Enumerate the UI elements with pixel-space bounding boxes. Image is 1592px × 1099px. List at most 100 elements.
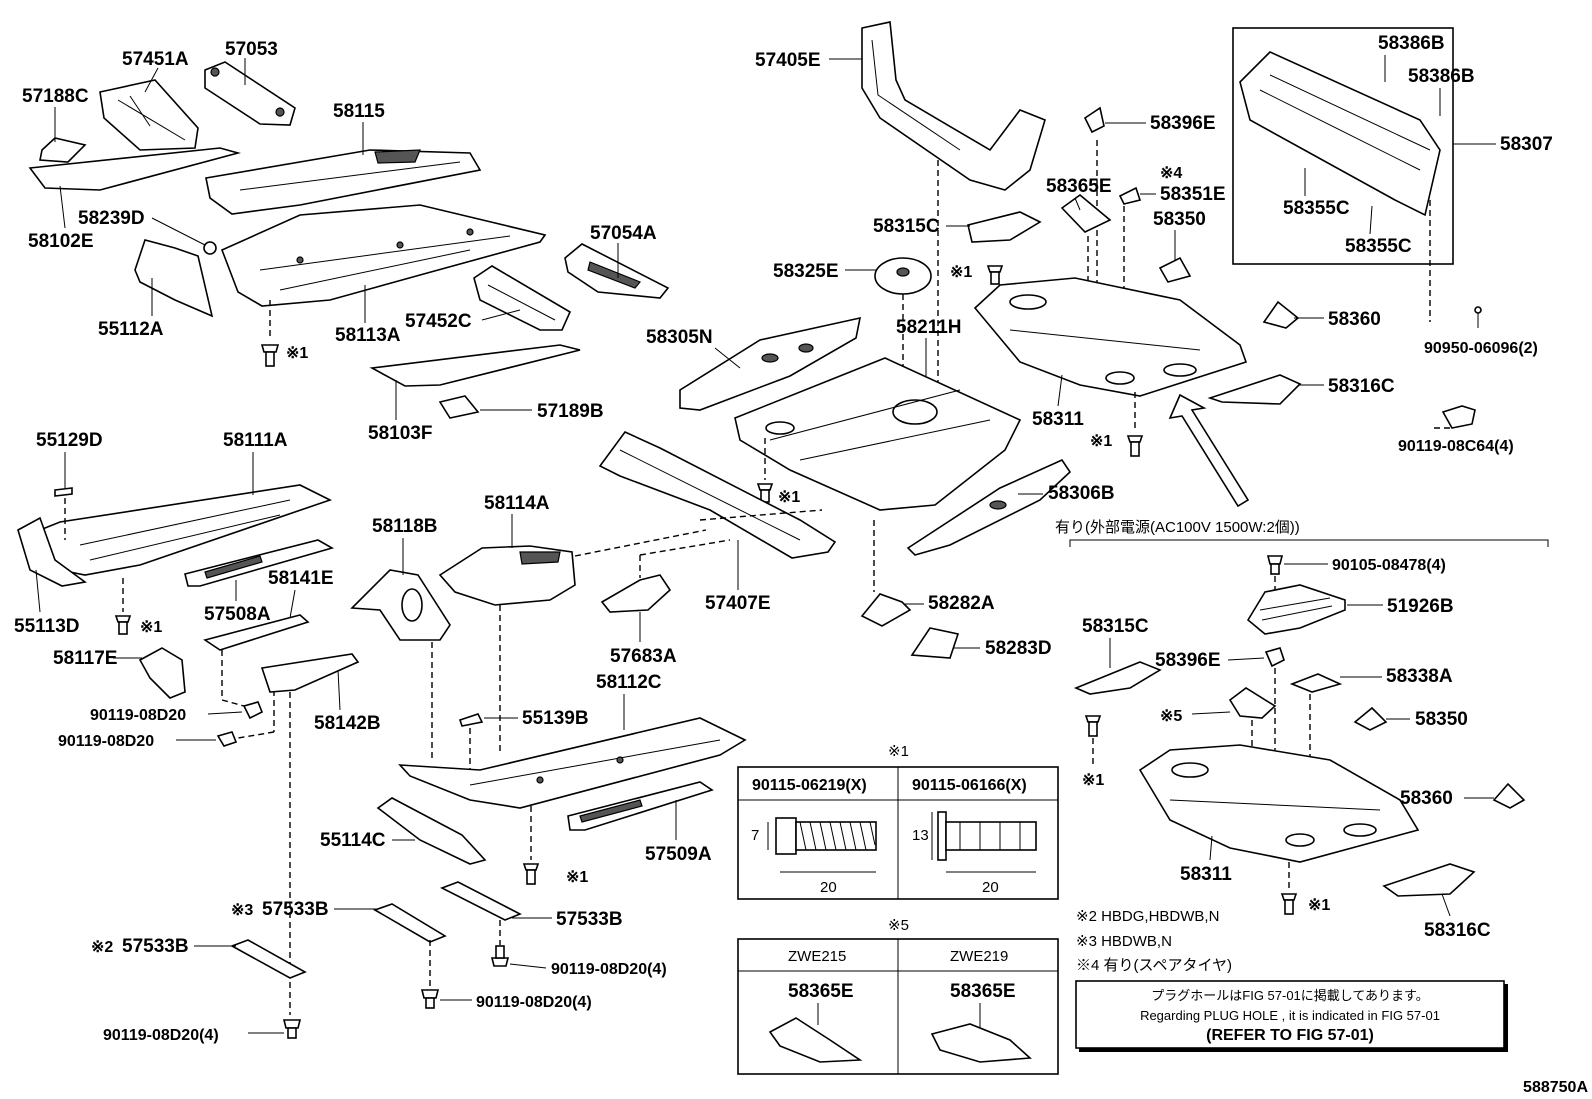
bolt-icon-06166	[931, 811, 1037, 873]
label-57451A: 57451A	[122, 49, 189, 70]
part-51926B	[1246, 584, 1346, 635]
label-58111A: 58111A	[223, 430, 288, 451]
model-table	[737, 938, 1059, 1075]
part-58365E	[1060, 193, 1112, 233]
bolt-r58311	[1280, 893, 1298, 915]
part-r58365E	[1228, 687, 1277, 719]
bolt-58111A	[114, 615, 132, 635]
part-58396E	[1083, 106, 1105, 134]
bolt-table-col1-dim-l: 20	[820, 879, 837, 896]
bolt-table-title: ※1	[888, 743, 909, 760]
part-58316C	[1207, 374, 1302, 405]
model-table-col1-part: 58365E	[788, 981, 854, 1002]
label-58355C-a: 58355C	[1283, 198, 1350, 219]
model-table-col1-header: ZWE215	[788, 948, 846, 965]
part-58306B	[906, 458, 1072, 556]
model-table-title: ※5	[888, 917, 909, 934]
part-57533B-b	[440, 881, 522, 921]
label-90950: 90950-06096(2)	[1424, 340, 1538, 357]
part-r58396E	[1264, 647, 1285, 668]
label-57509A: 57509A	[645, 844, 712, 865]
label-58307: 58307	[1500, 134, 1553, 155]
bolt-table-col2-dim-h: 13	[912, 827, 929, 844]
plug-hole-line2: Regarding PLUG HOLE , it is indicated in…	[1140, 1008, 1440, 1023]
part-58118B	[350, 569, 451, 641]
part-58365E-zwe219	[930, 1023, 1032, 1063]
part-58239D	[203, 241, 217, 255]
label-57054A: 57054A	[590, 223, 657, 244]
label-55114C: 55114C	[320, 830, 386, 851]
label-55112A: 55112A	[98, 319, 164, 340]
part-58115	[205, 149, 482, 215]
part-55139B	[458, 713, 484, 727]
part-55113D	[17, 516, 87, 587]
label-58386B-a: 58386B	[1378, 33, 1445, 54]
label-55129D: 55129D	[36, 430, 103, 451]
label-r58315C: 58315C	[1082, 616, 1149, 637]
part-57405E	[861, 21, 1046, 191]
label-58365E: 58365E	[1046, 176, 1112, 197]
part-57053	[204, 61, 296, 126]
label-58351E: 58351E	[1160, 184, 1226, 205]
label-57452C: 57452C	[405, 311, 472, 332]
label-57683A: 57683A	[610, 646, 677, 667]
label-57053: 57053	[225, 39, 278, 60]
label-58118B: 58118B	[372, 516, 438, 537]
mark-1-b: ※1	[950, 264, 972, 281]
part-r58350	[1353, 706, 1388, 731]
mark-1-e: ※1	[140, 619, 162, 636]
label-58103F: 58103F	[368, 423, 432, 444]
mark-1-f: ※1	[566, 869, 588, 886]
label-58112C: 58112C	[596, 672, 662, 693]
label-r58338A: 58338A	[1386, 666, 1453, 687]
plug-hole-box	[1075, 980, 1508, 1052]
label-57188C: 57188C	[22, 86, 89, 107]
arrow-icon	[1168, 393, 1250, 508]
plug-hole-line3: (REFER TO FIG 57-01)	[1206, 1027, 1374, 1044]
part-58113A	[220, 204, 547, 307]
part-r58338A	[1289, 673, 1343, 693]
label-58283D: 58283D	[985, 638, 1052, 659]
label-58115: 58115	[333, 101, 385, 122]
part-57533B-a	[373, 903, 447, 943]
mark-1-h: ※1	[1308, 897, 1330, 914]
label-90119-08D20-4c: 90119-08D20(4)	[103, 1027, 219, 1044]
part-57509A	[567, 781, 714, 831]
part-57452C	[473, 265, 572, 331]
label-58239D: 58239D	[78, 208, 145, 229]
label-57405E: 57405E	[755, 50, 821, 71]
part-57407E	[598, 431, 837, 559]
footnote-2: ※2 HBDG,HBDWB,N	[1076, 908, 1219, 925]
bolt-90105	[1266, 555, 1284, 575]
part-58117E	[138, 647, 186, 699]
part-58305N	[679, 316, 862, 411]
part-r58315C	[1073, 661, 1162, 695]
bolt-table-col2-header: 90115-06166(X)	[912, 777, 1027, 794]
part-55114C	[376, 797, 487, 865]
label-58305N: 58305N	[646, 327, 713, 348]
part-58142B	[260, 653, 360, 693]
label-58325E: 58325E	[773, 261, 839, 282]
figure-id: 588750A	[1523, 1079, 1588, 1096]
label-90119-08D20-4b: 90119-08D20(4)	[476, 994, 592, 1011]
bolt-90119-08D20-4a	[490, 945, 510, 967]
bolt-58113A	[260, 344, 280, 367]
label-57189B: 57189B	[537, 401, 604, 422]
part-57189B	[438, 395, 480, 419]
label-58386B-b: 58386B	[1408, 66, 1475, 87]
model-table-col2-header: ZWE219	[950, 948, 1008, 965]
part-57508A	[184, 539, 335, 587]
bolt-58315C	[986, 265, 1004, 285]
mark-1-c: ※1	[778, 489, 800, 506]
mark-3: ※3	[231, 902, 253, 919]
label-r58316C: 58316C	[1424, 920, 1491, 941]
label-55113D: 55113D	[14, 616, 80, 637]
part-58141E	[203, 614, 310, 651]
label-55139B: 55139B	[522, 708, 589, 729]
label-58142B: 58142B	[314, 713, 381, 734]
part-58351E	[1118, 186, 1142, 205]
label-58315C: 58315C	[873, 216, 940, 237]
part-58307	[1239, 51, 1441, 217]
label-90119-08D20-a: 90119-08D20	[90, 707, 186, 724]
